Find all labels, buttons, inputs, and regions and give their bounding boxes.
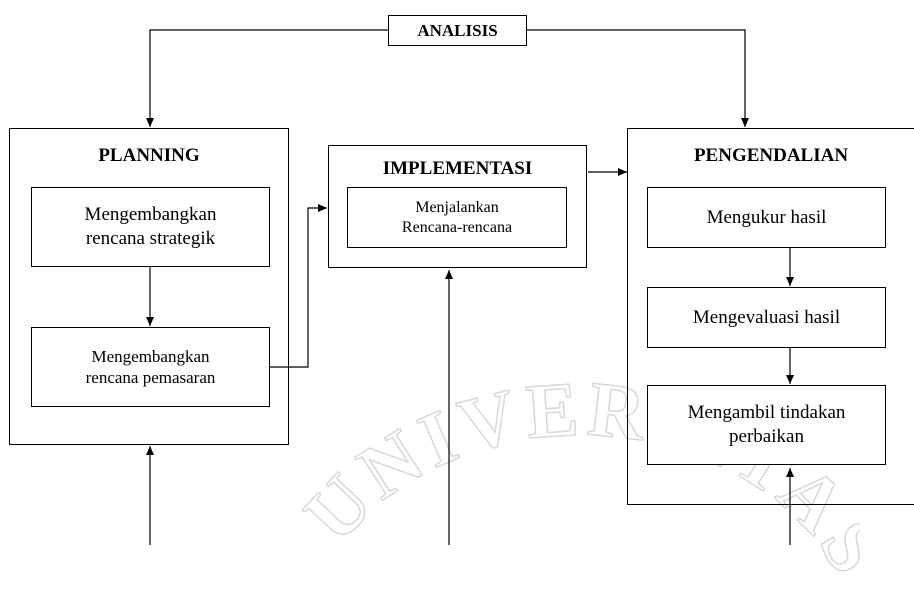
arrow-marketing-to-implementation [270,204,327,368]
control-step-correct: Mengambil tindakan perbaikan [647,385,886,465]
control-title: PENGENDALIAN [693,145,849,166]
planning-step-marketing-text: Mengembangkan rencana pemasaran [85,346,216,387]
control-container: PENGENDALIAN [627,128,914,505]
arrow-analysis-to-control [527,29,749,127]
planning-step-marketing: Mengembangkan rencana pemasaran [31,327,270,407]
arrow-analysis-to-planning [146,29,388,127]
planning-step-strategic: Mengembangkan rencana strategik [31,187,270,267]
implementation-step-execute-text: Menjalankan Rencana-rencana [401,198,513,236]
implementation-title: IMPLEMENTASI [382,158,533,179]
planning-step-strategic-text: Mengembangkan rencana strategik [84,204,217,249]
planning-title: PLANNING [98,145,200,166]
control-step-correct-text: Mengambil tindakan perbaikan [687,402,846,447]
control-step-evaluate-text: Mengevaluasi hasil [692,306,841,328]
analysis-box: ANALISIS [388,15,527,46]
flow-connectors [146,29,794,545]
implementation-step-execute: Menjalankan Rencana-rencana [347,187,567,248]
analysis-label: ANALISIS [417,20,498,40]
control-step-evaluate: Mengevaluasi hasil [647,287,886,348]
control-step-measure-text: Mengukur hasil [706,206,827,228]
control-step-measure: Mengukur hasil [647,187,886,248]
planning-container: PLANNING [9,128,289,445]
